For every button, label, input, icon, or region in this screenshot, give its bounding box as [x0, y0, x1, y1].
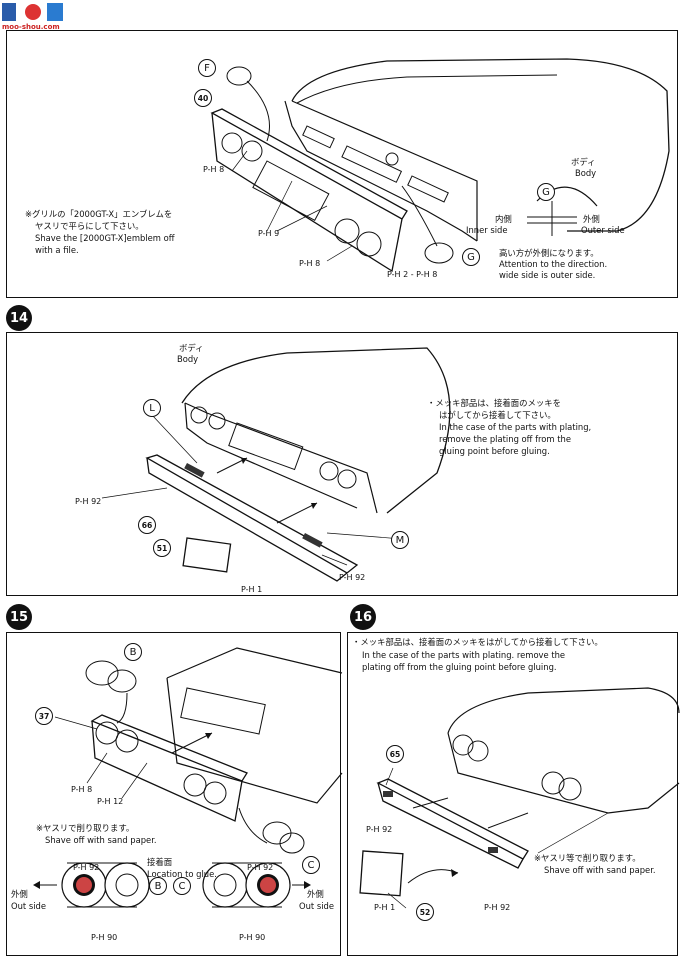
step-16-panel: ・メッキ部品は、接着面のメッキをはがしてから接着して下さい。 In the ca…	[347, 632, 680, 956]
part-tag-ph9: P-H 9	[258, 229, 280, 238]
part-letter-g: G	[462, 248, 480, 266]
step-number-15: 15	[6, 604, 32, 630]
step-15-panel: B C 37 P-H 8 P-H 12 ※ヤスリで削り取ります。 Shave o…	[6, 632, 343, 956]
out-side-right-en: Out side	[299, 901, 335, 911]
shave-note-en: Shave off with sand paper.	[45, 835, 157, 845]
logo-graphic	[2, 3, 63, 21]
part-number-65: 65	[386, 745, 404, 763]
inner-side-en: Inner side	[466, 225, 508, 235]
note-jp-line1: ※グリルの「2000GT-X」エンブレムを	[25, 209, 173, 219]
part-letter-m: M	[391, 531, 409, 549]
part-letter-c-2: C	[173, 877, 191, 895]
glue-location-en: Location to glue.	[147, 869, 217, 879]
body-label-en: Body	[177, 354, 199, 364]
part-number-40: 40	[194, 89, 212, 107]
plating-note-en-1: In the case of the parts with plating,	[439, 422, 592, 432]
part-tag-ph1: P-H 1	[374, 903, 396, 912]
body-label-jp: ボディ	[179, 343, 204, 353]
site-logo[interactable]: moo-shou.com	[2, 2, 72, 34]
part-tag-ph90a: P-H 90	[91, 933, 118, 942]
plating-note-en-2: remove the plating off from the	[439, 434, 571, 444]
body-label-en: Body	[575, 168, 597, 178]
plating-note-jp: ・メッキ部品は、接着面のメッキをはがしてから接着して下さい。	[352, 637, 603, 647]
part-number-51: 51	[153, 539, 171, 557]
part-letter-b-2: B	[149, 877, 167, 895]
note-jp-line2: ヤスリで平らにして下さい。	[35, 221, 144, 231]
shave-note-en: Shave off with sand paper.	[544, 865, 656, 875]
shave-note-jp: ※ヤスリで削り取ります。	[36, 823, 135, 833]
step-number-16: 16	[350, 604, 376, 630]
step-14-panel: ボディ Body ・メッキ部品は、接着面のメッキを はがしてから接着して下さい。…	[6, 332, 678, 596]
plating-note-jp-2: はがしてから接着して下さい。	[439, 410, 556, 420]
outer-side-en: Outer side	[581, 225, 625, 235]
note-en-line1: Shave the [2000GT-X]emblem off	[35, 233, 175, 243]
step-13-panel: F 40 P-H 8 P-H 9 P-H 8 P-H 2 - P-H 8 G G…	[6, 30, 678, 298]
note-en-line2: with a file.	[35, 245, 79, 255]
step-number-14: 14	[6, 305, 32, 331]
plating-note-en-3: gluing point before gluing.	[439, 446, 550, 456]
out-side-right-jp: 外側	[307, 889, 324, 899]
plating-note-en-1: In the case of the parts with plating. r…	[362, 650, 566, 660]
direction-en-line1: Attention to the direction.	[499, 259, 608, 269]
part-tag-ph92a: P-H 92	[366, 825, 393, 834]
part-number-37: 37	[35, 707, 53, 725]
direction-jp: 高い方が外側になります。	[499, 248, 599, 258]
step-14-illustration	[101, 347, 451, 582]
shave-note-jp: ※ヤスリ等で削り取ります。	[534, 853, 641, 863]
step-15-illustration	[33, 647, 343, 908]
part-tag-ph1: P-H 1	[241, 585, 263, 594]
step-16-illustration	[359, 687, 680, 909]
logo-url: moo-shou.com	[2, 23, 60, 31]
part-tag-ph8: P-H 8	[71, 785, 93, 794]
part-letter-b: B	[124, 643, 142, 661]
part-tag-ph92a: P-H 92	[75, 497, 102, 506]
plating-note-jp-1: ・メッキ部品は、接着面のメッキを	[427, 398, 561, 408]
part-tag-ph8a: P-H 8	[203, 165, 225, 174]
inner-side-jp: 内側	[495, 214, 512, 224]
outer-side-jp: 外側	[583, 214, 600, 224]
part-tag-ph90b: P-H 90	[239, 933, 266, 942]
body-label-jp: ボディ	[571, 157, 596, 167]
step-13-illustration	[210, 58, 670, 273]
part-number-52: 52	[416, 903, 434, 921]
out-side-left-en: Out side	[11, 901, 47, 911]
out-side-left-jp: 外側	[11, 889, 28, 899]
part-letter-g-detail: G	[537, 183, 555, 201]
part-letter-c: C	[302, 856, 320, 874]
part-tag-ph8b: P-H 8	[299, 259, 321, 268]
part-number-66: 66	[138, 516, 156, 534]
part-tag-ph92b: P-H 92	[484, 903, 511, 912]
part-letter-l: L	[143, 399, 161, 417]
part-tag-ph92b: P-H 92	[339, 573, 366, 582]
part-letter-f: F	[198, 59, 216, 77]
direction-en-line2: wide side is outer side.	[499, 270, 596, 280]
part-tag-ph2-8: P-H 2 - P-H 8	[387, 270, 438, 279]
plating-note-en-2: plating off from the gluing point before…	[362, 662, 557, 672]
part-tag-ph92a: P-H 92	[73, 863, 100, 872]
glue-location-jp: 接着面	[147, 857, 173, 867]
part-tag-ph12: P-H 12	[97, 797, 124, 806]
part-tag-ph92b: P-H 92	[247, 863, 274, 872]
